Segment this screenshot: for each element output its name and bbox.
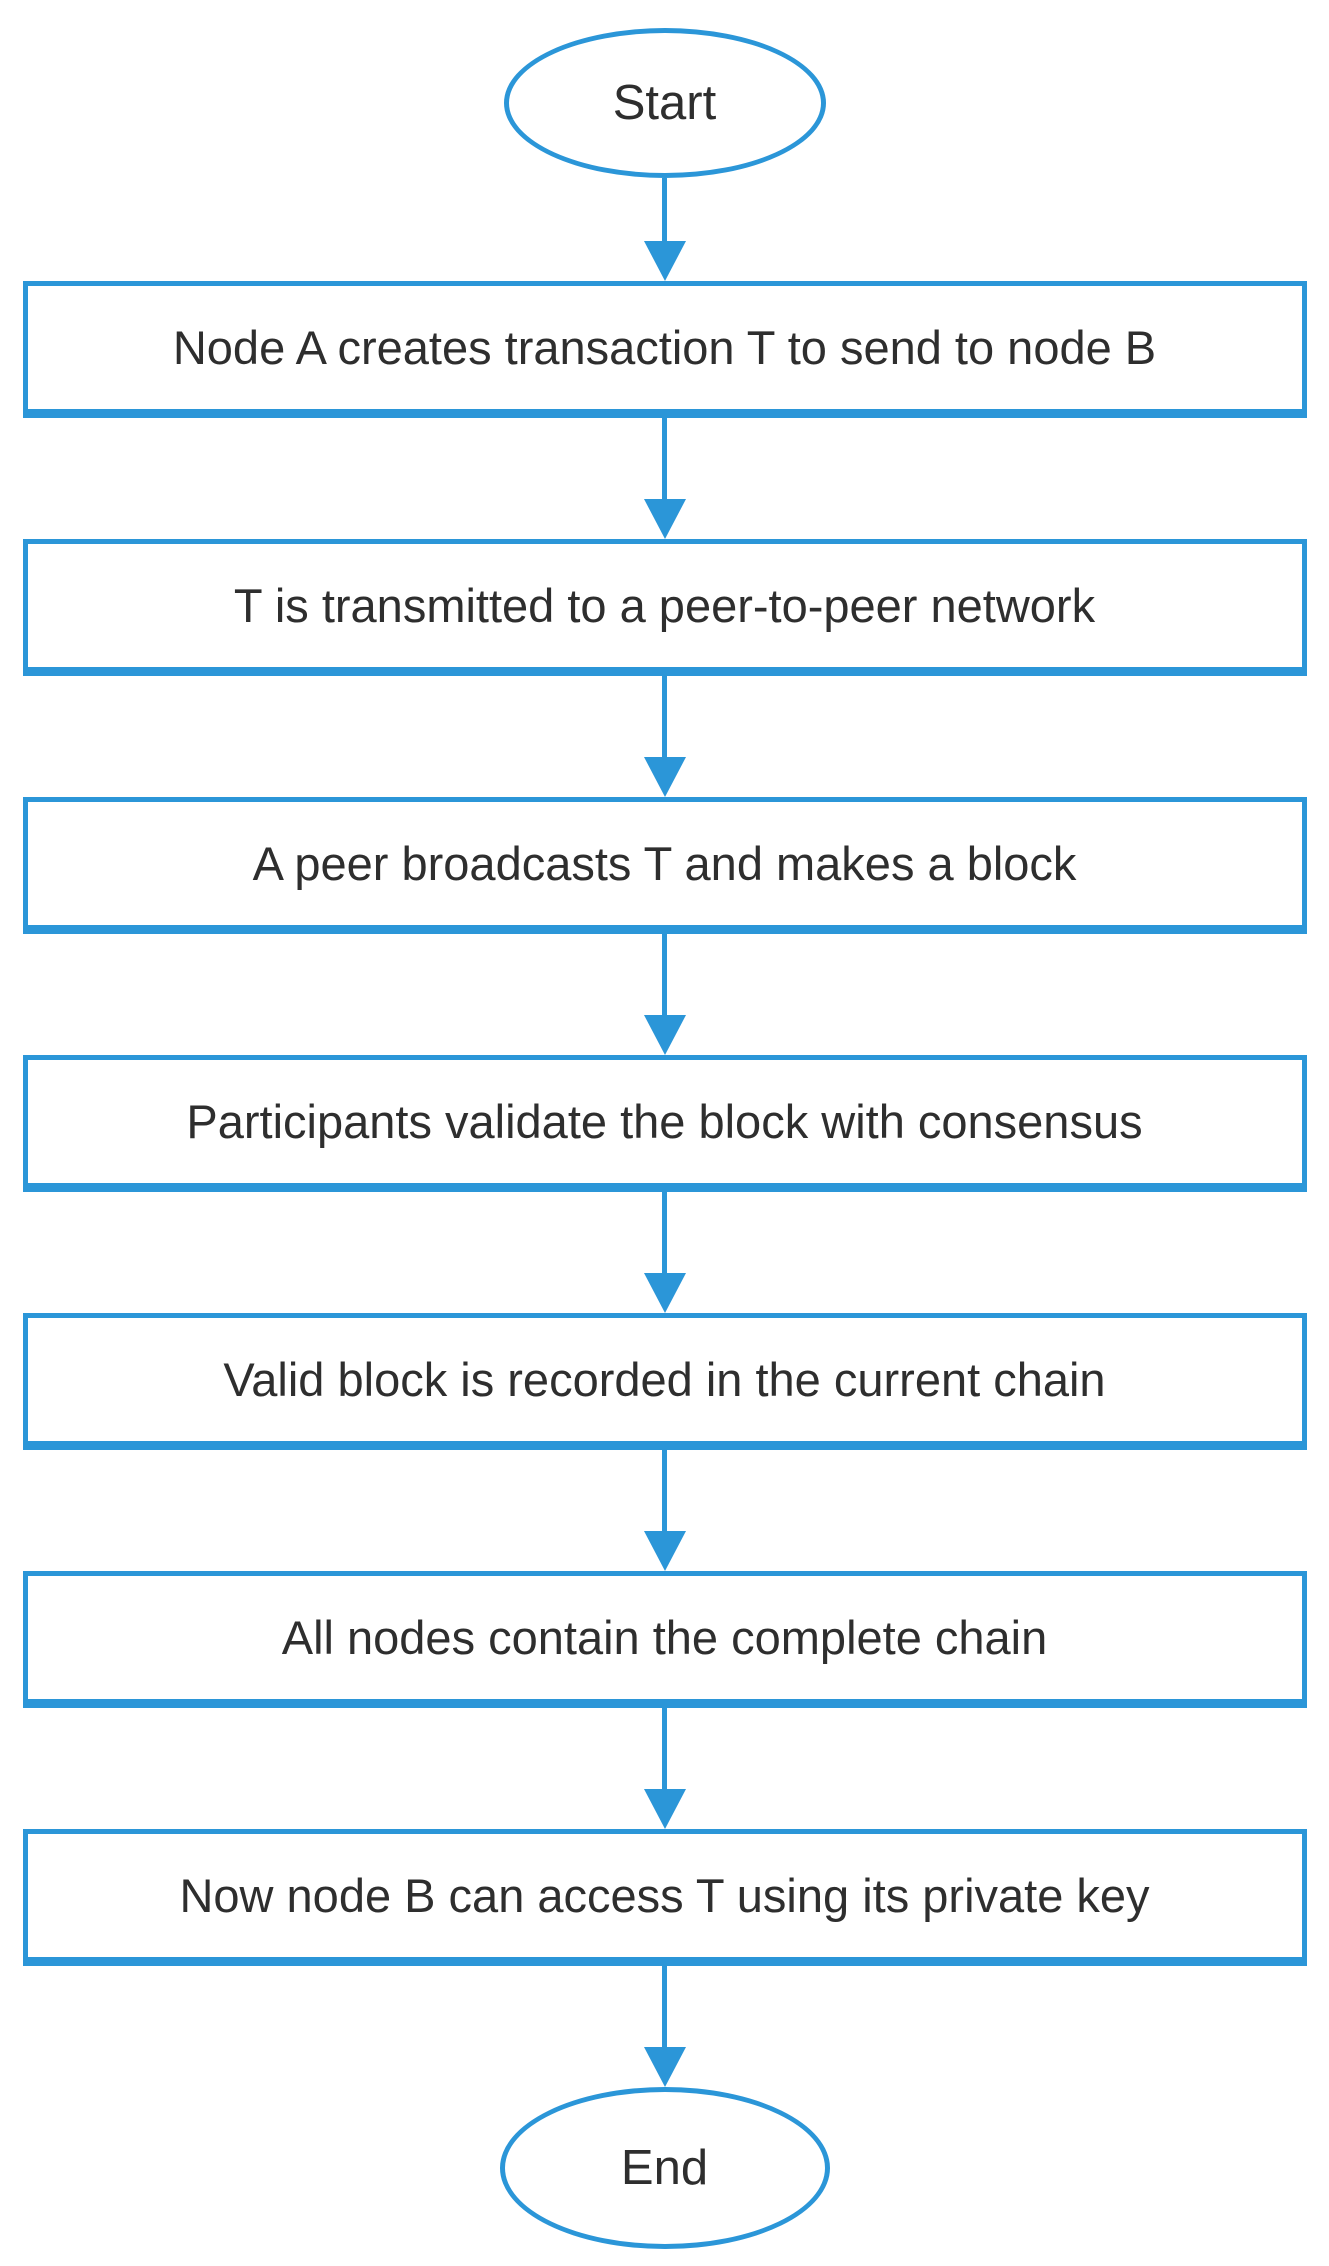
- flow-arrow-6: [643, 1450, 686, 1571]
- start-label: Start: [612, 76, 717, 130]
- process-step-label: Node A creates transaction T to send to …: [172, 321, 1157, 374]
- process-step-7: Now node B can access T using its privat…: [22, 1829, 1307, 1966]
- arrow-head-down-icon: [643, 241, 686, 281]
- process-step-label: All nodes contain the complete chain: [281, 1611, 1048, 1664]
- arrow-stem: [662, 418, 667, 499]
- flow-arrow-1: [643, 178, 686, 281]
- arrow-stem: [662, 178, 667, 241]
- arrow-stem: [662, 676, 667, 757]
- arrow-head-down-icon: [643, 757, 686, 797]
- arrow-head-down-icon: [643, 1273, 686, 1313]
- process-step-2: T is transmitted to a peer-to-peer netwo…: [22, 539, 1307, 676]
- arrow-stem: [662, 1708, 667, 1789]
- process-step-label: Now node B can access T using its privat…: [179, 1869, 1150, 1922]
- start-terminator: Start: [503, 28, 826, 178]
- arrow-head-down-icon: [643, 1015, 686, 1055]
- arrow-head-down-icon: [643, 1789, 686, 1829]
- process-step-1: Node A creates transaction T to send to …: [22, 281, 1307, 418]
- arrow-head-down-icon: [643, 499, 686, 539]
- process-step-3: A peer broadcasts T and makes a block: [22, 797, 1307, 934]
- end-terminator: End: [499, 2087, 830, 2249]
- flow-arrow-5: [643, 1192, 686, 1313]
- flow-arrow-3: [643, 676, 686, 797]
- process-step-4: Participants validate the block with con…: [22, 1055, 1307, 1192]
- process-step-label: A peer broadcasts T and makes a block: [252, 837, 1077, 890]
- flow-arrow-8: [643, 1966, 686, 2087]
- end-label: End: [620, 2141, 709, 2195]
- process-step-label: T is transmitted to a peer-to-peer netwo…: [233, 579, 1096, 632]
- arrow-head-down-icon: [643, 1531, 686, 1571]
- process-step-label: Participants validate the block with con…: [186, 1095, 1143, 1148]
- flow-arrow-2: [643, 418, 686, 539]
- process-step-5: Valid block is recorded in the current c…: [22, 1313, 1307, 1450]
- arrow-stem: [662, 1192, 667, 1273]
- process-step-6: All nodes contain the complete chain: [22, 1571, 1307, 1708]
- process-step-label: Valid block is recorded in the current c…: [223, 1353, 1106, 1406]
- arrow-stem: [662, 1450, 667, 1531]
- flow-arrow-7: [643, 1708, 686, 1829]
- flow-arrow-4: [643, 934, 686, 1055]
- arrow-head-down-icon: [643, 2047, 686, 2087]
- arrow-stem: [662, 1966, 667, 2047]
- arrow-stem: [662, 934, 667, 1015]
